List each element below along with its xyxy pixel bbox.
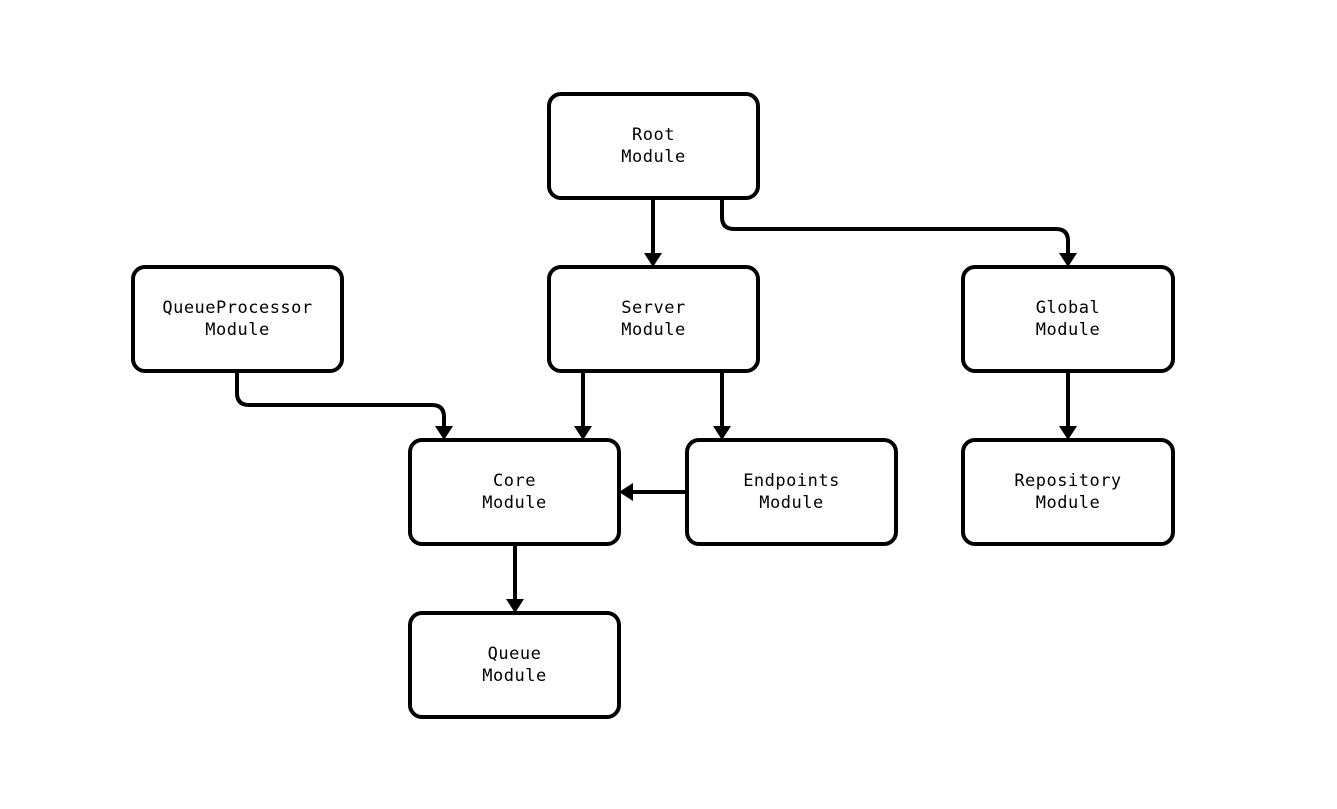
edge-core-to-queue — [506, 544, 524, 613]
edge-global-to-repository — [1059, 371, 1077, 440]
edge-server-to-core — [574, 371, 592, 440]
edge-server-to-endpoints — [713, 371, 731, 440]
edge-queueprocessor-to-core-line — [235, 371, 446, 426]
endpoints-module-box[interactable] — [685, 438, 898, 546]
edge-endpoints-to-core-arrowhead — [619, 483, 633, 501]
edge-core-to-queue-arrowhead — [506, 599, 524, 613]
core-module-box[interactable] — [408, 438, 621, 546]
queue-module-box[interactable] — [408, 611, 621, 719]
edge-global-to-repository-arrowhead — [1059, 426, 1077, 440]
edge-server-to-core-arrowhead — [574, 426, 592, 440]
global-module-box[interactable] — [961, 265, 1175, 373]
root-module-box[interactable] — [547, 92, 760, 200]
edge-queueprocessor-to-core — [235, 371, 453, 440]
edge-queueprocessor-to-core-arrowhead — [435, 426, 453, 440]
edge-root-to-server-arrowhead — [644, 253, 662, 267]
edge-endpoints-to-core — [619, 483, 687, 501]
edge-root-to-server — [644, 198, 662, 267]
edges-layer — [235, 198, 1077, 613]
repository-module-box[interactable] — [961, 438, 1175, 546]
server-module-box[interactable] — [547, 265, 760, 373]
edge-root-to-global-line — [720, 198, 1070, 253]
edge-server-to-endpoints-arrowhead — [713, 426, 731, 440]
queueprocessor-module-box[interactable] — [131, 265, 344, 373]
edge-root-to-global-arrowhead — [1059, 253, 1077, 267]
edge-root-to-global — [720, 198, 1077, 267]
